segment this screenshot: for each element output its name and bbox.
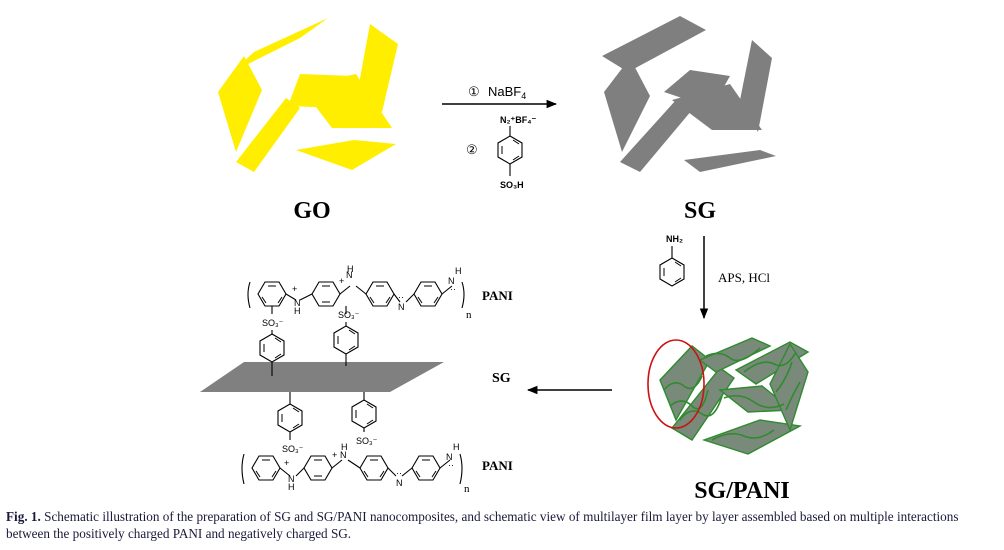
go-label: GO: [293, 198, 330, 224]
caption-text: Schematic illustration of the preparatio…: [6, 509, 959, 541]
so3-label: SO₃⁻: [282, 444, 304, 454]
so3-label: SO₃⁻: [356, 436, 378, 446]
n-plus-label: +: [292, 284, 297, 294]
n-label: N: [294, 298, 301, 308]
n-label: N: [288, 474, 295, 484]
so3-label: SO₃⁻: [338, 310, 360, 320]
so3-label: SO₃⁻: [262, 318, 284, 328]
n-label: N: [446, 452, 453, 462]
sg-pani-flakes: [647, 337, 810, 455]
n-label: N: [346, 270, 353, 280]
sg-label: SG: [684, 198, 716, 224]
amine-label: NH₂: [666, 234, 683, 244]
sg-flake: [672, 84, 762, 130]
aniline-structure: [659, 246, 685, 287]
h-label: H: [341, 442, 348, 452]
sg-pani-flake: [701, 419, 803, 455]
n-plus-label: +: [339, 276, 344, 286]
n-subscript-top: n: [466, 309, 472, 321]
h-label: H: [453, 442, 460, 452]
sulfonate-pendants-bottom: [277, 392, 377, 440]
h-label: H: [347, 264, 354, 274]
go-flake: [236, 98, 300, 172]
h-label: H: [294, 306, 301, 316]
step1-reagent: NaBF4: [488, 84, 526, 101]
go-flake: [232, 18, 328, 72]
go-flakes: [218, 18, 398, 172]
figure-caption: Fig. 1. Schematic illustration of the pr…: [6, 508, 998, 542]
diazonium-label: N₂⁺BF₄⁻: [500, 115, 537, 125]
go-flake: [218, 56, 262, 152]
lone-pair-label: ··: [450, 284, 456, 294]
n-label: N: [340, 450, 347, 460]
sg-pani-flake: [698, 337, 772, 373]
sg-flake: [684, 150, 776, 172]
n-label: N: [448, 276, 455, 286]
lone-pair-label: ··: [448, 460, 454, 470]
lone-pair-label: ··: [398, 292, 404, 302]
sulfobenzene-diazonium-structure: [497, 126, 523, 176]
sg-flake: [604, 58, 650, 152]
lone-pair-label: ··: [396, 468, 402, 478]
n-label: N: [396, 478, 403, 488]
sg-flake: [740, 40, 772, 132]
h-label: H: [455, 266, 462, 276]
step1-marker: ①: [468, 84, 480, 99]
go-flake: [356, 24, 398, 112]
pani-label-bottom: PANI: [482, 458, 513, 473]
sg-sheet: [200, 362, 444, 392]
go-flake: [300, 74, 392, 128]
n-plus-label: +: [284, 458, 289, 468]
pani-chain-top: [247, 281, 465, 376]
sulfonic-label: SO₃H: [500, 180, 524, 190]
sg-flake: [620, 100, 692, 172]
reaction2-conditions: APS, HCl: [718, 270, 770, 285]
n-subscript-bottom: n: [464, 483, 470, 495]
figure-number: Fig. 1.: [6, 509, 41, 524]
sg-pani-label: SG/PANI: [694, 478, 790, 504]
step2-marker: ②: [466, 142, 478, 157]
reaction-scheme-figure: GO SG SG/PANI ① NaBF4 N₂⁺BF₄⁻ ② SO₃H NH₂…: [200, 16, 810, 504]
pani-chain-bottom: [241, 453, 463, 485]
sg-arrow-label: SG: [492, 371, 511, 386]
sg-flake: [602, 16, 706, 72]
highlight-ellipse: [647, 339, 705, 429]
sg-flakes: [602, 16, 776, 172]
n-plus-label: +: [332, 450, 337, 460]
h-label: H: [288, 482, 295, 492]
go-flake: [296, 140, 396, 170]
pani-label-top: PANI: [482, 288, 513, 303]
n-label: N: [398, 302, 405, 312]
